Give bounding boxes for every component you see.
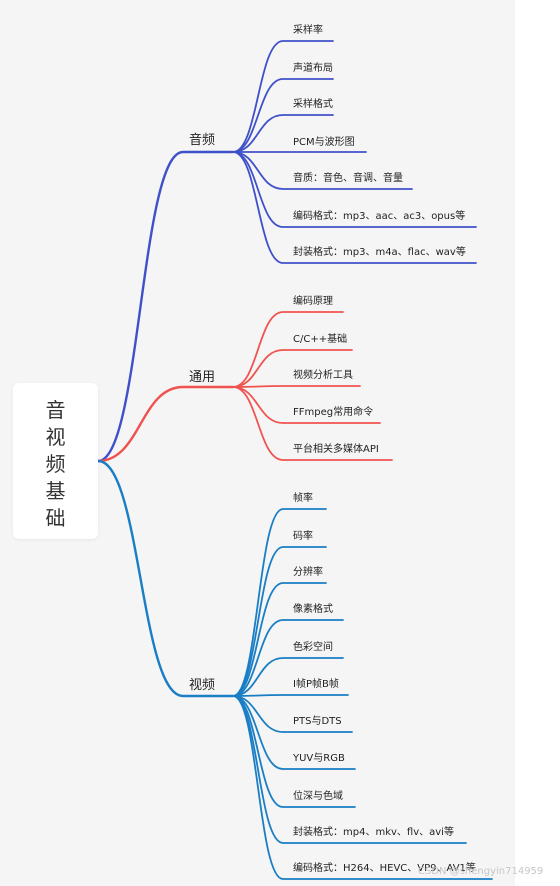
root-char: 基: [45, 479, 66, 503]
leaf-connector: [232, 151, 477, 264]
leaf-node[interactable]: 声道布局: [293, 63, 333, 74]
leaf-node[interactable]: 封装格式：mp4、mkv、flv、avi等: [293, 827, 454, 838]
leaf-node[interactable]: 音质：音色、音调、音量: [293, 173, 403, 184]
leaf-node[interactable]: FFmpeg常用命令: [293, 407, 374, 418]
branch-connector: [96, 150, 235, 463]
leaf-connector: [232, 78, 334, 153]
leaf-connector: [232, 657, 344, 697]
leaf-connector: [232, 508, 327, 697]
root-char: 础: [45, 506, 66, 530]
root-node[interactable]: 音 视 频 基 础: [13, 383, 98, 539]
leaf-connector: [232, 114, 334, 153]
leaf-connector: [232, 385, 361, 388]
leaf-node[interactable]: 采样格式: [293, 99, 333, 110]
leaf-connector: [232, 151, 413, 190]
leaf-node[interactable]: PTS与DTS: [293, 716, 342, 727]
branch-connector: [96, 385, 235, 463]
leaf-node[interactable]: 色彩空间: [293, 642, 333, 653]
leaf-connector: [232, 40, 334, 153]
leaf-connector: [232, 311, 344, 388]
leaf-node[interactable]: 位深与色域: [293, 791, 343, 802]
mindmap-canvas: 音 视 频 基 础 音频 采样率 声道布局 采样格式 PCM与波形图 音质：音色…: [13, 25, 493, 880]
leaf-node[interactable]: 平台相关多媒体API: [293, 444, 379, 455]
leaf-node[interactable]: 分辨率: [293, 567, 323, 578]
leaf-node[interactable]: 帧率: [293, 493, 313, 504]
leaf-connector: [232, 695, 493, 880]
branch-video[interactable]: 视频: [189, 678, 216, 693]
branch-connector: [96, 459, 235, 698]
leaf-node[interactable]: 编码格式：H264、HEVC、VP9、AV1等: [293, 863, 476, 874]
leaf-connector: [232, 349, 353, 388]
leaf-node[interactable]: 视频分析工具: [293, 370, 353, 381]
leaf-connector: [232, 619, 344, 697]
leaf-connector: [232, 582, 327, 697]
leaf-node[interactable]: C/C++基础: [293, 334, 348, 345]
branch-audio[interactable]: 音频: [189, 133, 216, 148]
leaf-node[interactable]: 编码原理: [293, 296, 333, 307]
leaf-node[interactable]: 码率: [293, 531, 313, 542]
leaf-node[interactable]: I帧P帧B帧: [293, 679, 339, 690]
leaf-node[interactable]: PCM与波形图: [293, 137, 355, 148]
connector-layer: [96, 40, 493, 880]
leaf-connector: [232, 695, 353, 733]
leaf-connector: [232, 694, 349, 697]
leaf-connector: [232, 386, 393, 461]
leaf-node[interactable]: 封装格式：mp3、m4a、flac、wav等: [293, 247, 466, 258]
leaf-connector: [232, 546, 327, 697]
branch-general[interactable]: 通用: [189, 370, 216, 385]
leaf-node[interactable]: YUV与RGB: [293, 753, 345, 764]
root-char: 频: [45, 452, 66, 476]
leaf-node[interactable]: 采样率: [293, 25, 323, 36]
root-char: 视: [45, 425, 66, 449]
leaf-node[interactable]: 编码格式：mp3、aac、ac3、opus等: [293, 211, 466, 222]
leaf-node[interactable]: 像素格式: [293, 604, 333, 615]
watermark-text: CSDN @shengyin714959: [418, 866, 544, 877]
root-char: 音: [45, 398, 66, 422]
leaf-connector: [232, 386, 381, 424]
